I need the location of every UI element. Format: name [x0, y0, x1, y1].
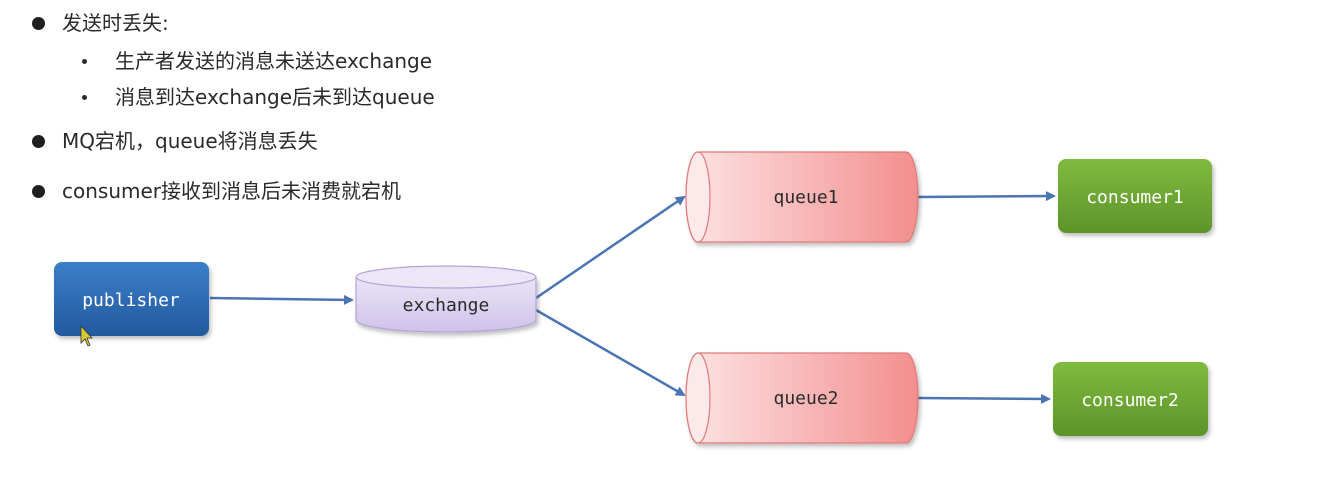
sub-bullet-not-reach-queue: 消息到达exchange后未到达queue [80, 83, 435, 111]
arrow-publisher-to-exchange [209, 294, 354, 305]
arrow-queue1-to-consumer1 [917, 191, 1056, 202]
arrow-exchange-to-queue2 [535, 308, 686, 397]
arrow-queue2-to-consumer2 [917, 393, 1051, 404]
publisher-label: publisher [82, 290, 180, 311]
bullet-dot [32, 184, 45, 198]
bullet-dot [32, 16, 45, 30]
bullet-consumer-down: consumer接收到消息后未消费就宕机 [32, 177, 401, 205]
bullet-dot [32, 134, 45, 148]
queue1-node: queue1 [685, 151, 919, 243]
sub-bullet-dot [82, 94, 87, 100]
bullet-mq-down: MQ宕机，queue将消息丢失 [32, 127, 318, 155]
sub-bullet-not-reach-queue-text: 消息到达exchange后未到达queue [115, 85, 435, 109]
consumer2-node: consumer2 [1053, 362, 1208, 436]
arrow-exchange-to-queue1 [535, 195, 686, 300]
consumer1-node: consumer1 [1058, 159, 1212, 233]
queue2-node: queue2 [685, 352, 919, 444]
queue2-label: queue2 [773, 388, 838, 409]
bullet-send-loss: 发送时丢失: [32, 9, 169, 37]
sub-bullet-not-reach-exchange-text: 生产者发送的消息未送达exchange [115, 49, 433, 73]
queue1-label: queue1 [773, 187, 838, 208]
bullet-consumer-down-text: consumer接收到消息后未消费就宕机 [62, 179, 402, 203]
consumer2-label: consumer2 [1081, 390, 1179, 411]
bullet-mq-down-text: MQ宕机，queue将消息丢失 [62, 129, 318, 153]
publisher-node: publisher [54, 262, 209, 336]
exchange-node: exchange [355, 265, 537, 333]
sub-bullet-not-reach-exchange: 生产者发送的消息未送达exchange [80, 47, 432, 75]
consumer1-label: consumer1 [1086, 187, 1184, 208]
mouse-cursor-icon [80, 324, 93, 347]
bullet-send-loss-text: 发送时丢失: [62, 11, 169, 35]
exchange-label: exchange [403, 295, 490, 316]
sub-bullet-dot [82, 58, 87, 64]
